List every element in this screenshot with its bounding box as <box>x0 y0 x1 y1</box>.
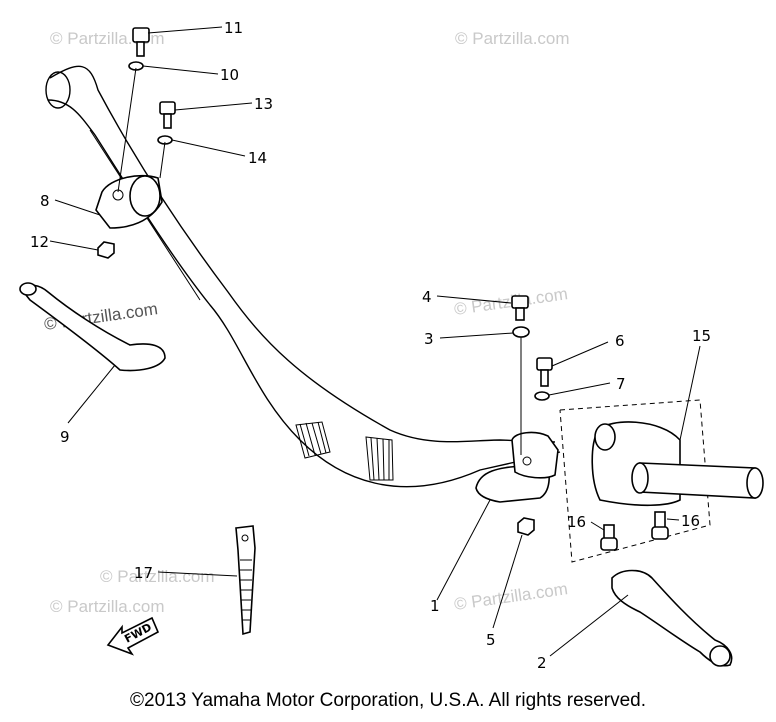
callout-17: 17 <box>134 564 153 582</box>
callout-11: 11 <box>224 19 243 37</box>
callout-2: 2 <box>537 654 547 672</box>
callout-12: 12 <box>30 233 49 251</box>
throttle-housing <box>591 421 764 507</box>
fwd-arrow-icon: FWD <box>106 616 160 656</box>
callout-14: 14 <box>248 149 267 167</box>
watermark-mid-right: © Partzilla.com <box>453 284 569 319</box>
callout-8: 8 <box>40 192 50 210</box>
callout-1: 1 <box>430 597 440 615</box>
master-cylinder-bracket <box>475 431 559 503</box>
handlebar-clamp <box>95 174 163 229</box>
washer-7 <box>534 391 550 401</box>
screw-16-left <box>600 524 618 551</box>
callout-16-right: 16 <box>681 512 700 530</box>
callout-4: 4 <box>422 288 432 306</box>
watermark-strap: © Partzilla.com <box>100 567 215 586</box>
bolt-11 <box>132 27 150 57</box>
callout-5: 5 <box>486 631 496 649</box>
nut-5 <box>517 517 535 536</box>
callout-9: 9 <box>60 428 70 446</box>
callout-7: 7 <box>616 375 626 393</box>
leader-lines <box>49 26 701 657</box>
left-lever <box>19 282 166 372</box>
callout-13: 13 <box>254 95 273 113</box>
callout-16-left: 16 <box>567 513 586 531</box>
handlebar <box>45 65 561 488</box>
callouts: 11 10 13 14 8 12 9 4 3 6 7 15 16 16 17 1… <box>30 19 711 672</box>
callout-15: 15 <box>692 327 711 345</box>
cable-strap <box>235 525 256 636</box>
callout-6: 6 <box>615 332 625 350</box>
copyright-notice: ©2013 Yamaha Motor Corporation, U.S.A. A… <box>130 690 646 711</box>
watermark-bottom-left: © Partzilla.com <box>50 597 165 616</box>
bolt-13 <box>159 101 176 129</box>
watermark-bottom-right: © Partzilla.com <box>453 579 569 614</box>
nut-12 <box>97 241 115 259</box>
right-lever <box>611 569 733 667</box>
callout-10: 10 <box>220 66 239 84</box>
washer-3 <box>512 326 530 338</box>
bolt-6 <box>536 357 553 387</box>
knurl-section <box>295 421 394 481</box>
callout-3: 3 <box>424 330 434 348</box>
bolt-4 <box>511 295 529 321</box>
watermarks: © Partzilla.com © Partzilla.com © Partzi… <box>43 29 570 616</box>
watermark-top-right: © Partzilla.com <box>455 29 570 48</box>
screw-16-right <box>651 511 669 540</box>
